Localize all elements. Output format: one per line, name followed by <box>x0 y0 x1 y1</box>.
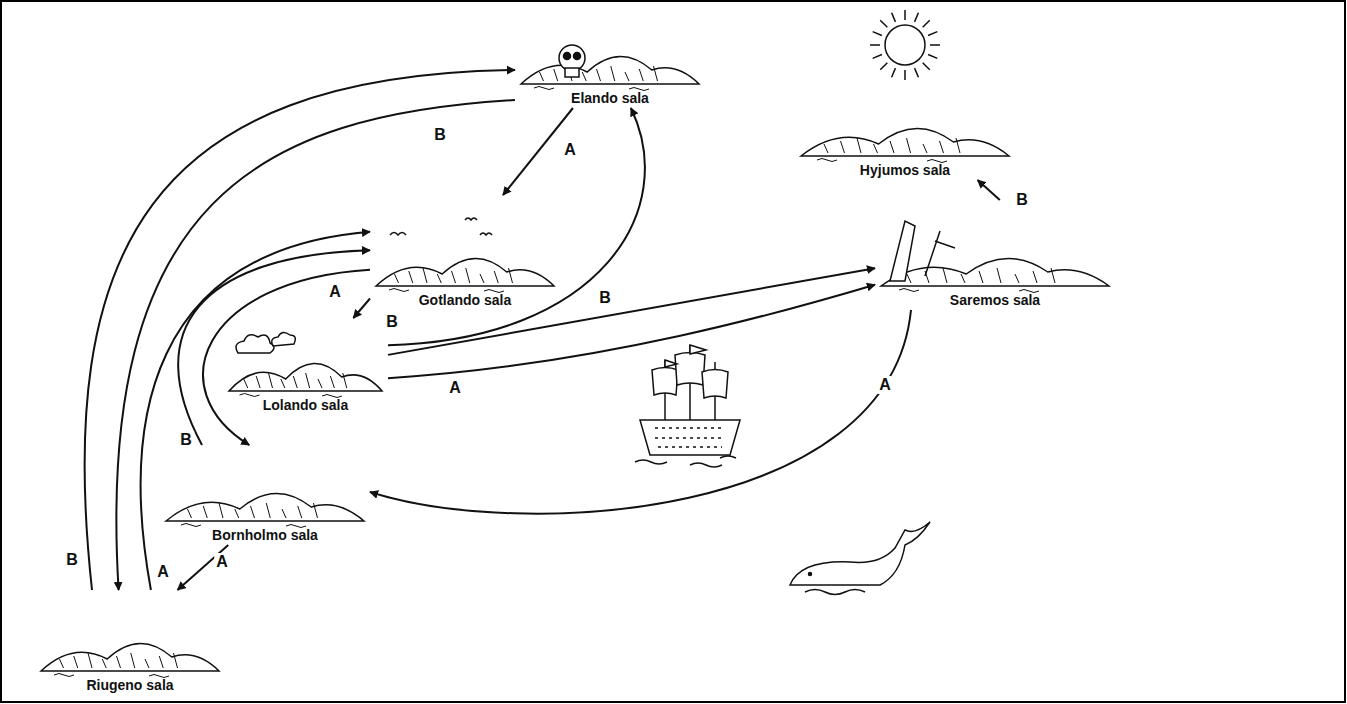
island-picture <box>881 258 1109 292</box>
sun-picture <box>870 10 940 80</box>
island-picture <box>166 493 364 527</box>
route-letter: A <box>562 141 578 159</box>
skull-picture <box>559 45 585 77</box>
island-node: Saremos sala <box>875 200 1115 310</box>
route-letter: B <box>1014 191 1030 209</box>
route-arrow <box>178 250 370 445</box>
route-letter: B <box>432 126 448 144</box>
route-arrow <box>203 270 370 445</box>
island-picture <box>801 128 1009 162</box>
island-node: Gotlando sala <box>370 195 560 310</box>
route-arrow <box>370 310 911 514</box>
route-letter: B <box>178 431 194 449</box>
island-name: Elando sala <box>515 90 705 106</box>
clouds-picture <box>236 332 295 353</box>
route-letter: A <box>877 376 893 394</box>
route-arrow <box>353 299 370 319</box>
ship-picture <box>635 345 740 467</box>
whale-picture <box>790 522 930 595</box>
route-letter: A <box>327 283 343 301</box>
island-node: Bornholmo sala <box>160 445 370 545</box>
island-name: Gotlando sala <box>370 292 560 308</box>
island-node: Lolando sala <box>223 318 388 415</box>
island-name: Lolando sala <box>223 397 388 413</box>
island-drawing <box>795 5 1015 180</box>
island-name: Saremos sala <box>875 292 1115 308</box>
island-node: Elando sala <box>515 8 705 108</box>
birds-picture <box>390 218 492 235</box>
route-letter: B <box>64 551 80 569</box>
route-letter: B <box>597 289 613 307</box>
route-letter: A <box>214 553 230 571</box>
island-picture <box>41 643 219 677</box>
route-arrow <box>388 108 645 345</box>
island-picture <box>229 363 382 397</box>
route-arrow <box>978 180 1000 200</box>
island-name: Bornholmo sala <box>160 527 370 543</box>
island-node: Riugeno sala <box>35 590 225 695</box>
route-letter: B <box>384 313 400 331</box>
route-arrow <box>116 100 515 590</box>
island-name: Hyjumos sala <box>795 162 1015 178</box>
wreck-picture <box>890 221 955 281</box>
route-letter: A <box>447 379 463 397</box>
route-letter: A <box>155 563 171 581</box>
island-picture <box>376 258 554 292</box>
island-picture <box>521 56 699 90</box>
island-node: Hyjumos sala <box>795 5 1015 180</box>
route-arrow <box>85 70 515 590</box>
island-name: Riugeno sala <box>35 677 225 693</box>
